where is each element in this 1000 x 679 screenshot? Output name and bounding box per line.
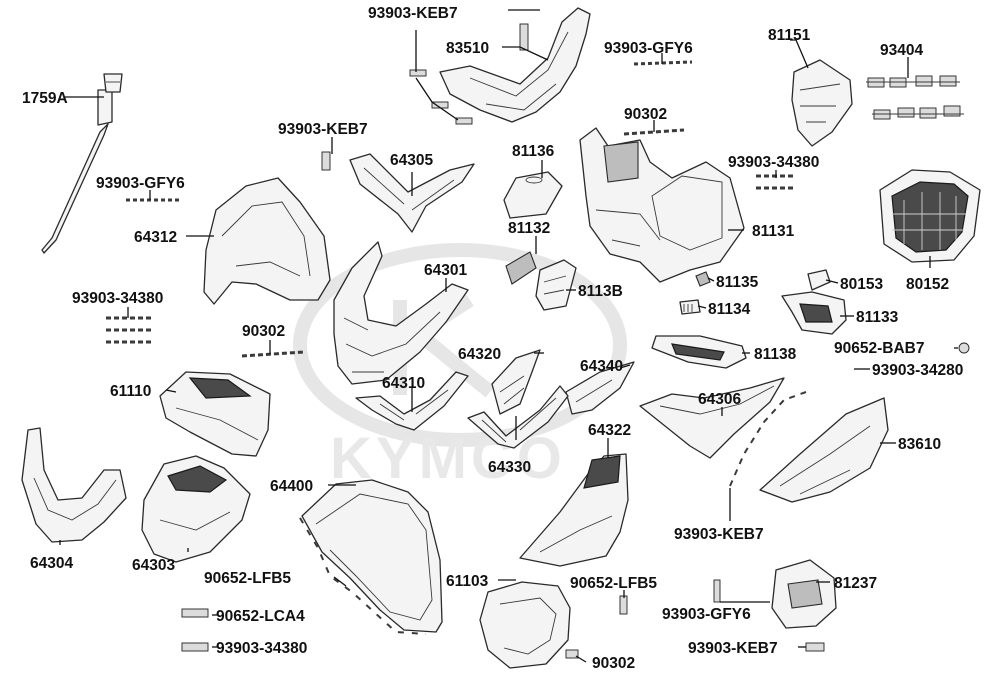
label-93903-gfy6-bottom: 93903-GFY6 <box>662 606 751 623</box>
label-64400: 64400 <box>270 478 313 495</box>
hardware-93903-keb7-right <box>729 391 807 487</box>
label-93903-keb7-bottom: 93903-KEB7 <box>688 640 778 657</box>
hardware-93903-keb7-bottom <box>805 642 825 652</box>
part-labels: 93903-KEB7 83510 93903-GFY6 81151 93404 … <box>22 5 963 672</box>
label-93903-gfy6-top: 93903-GFY6 <box>604 40 693 57</box>
part-8113b <box>535 259 577 311</box>
label-81138: 81138 <box>754 346 797 363</box>
part-81135 <box>695 271 711 287</box>
label-93903-34380-left: 93903-34380 <box>72 290 163 307</box>
part-64301 <box>333 241 469 385</box>
label-93903-34380-right: 93903-34380 <box>728 154 819 171</box>
label-83610: 83610 <box>898 436 941 453</box>
part-64400-windshield <box>301 479 443 633</box>
label-64306: 64306 <box>698 391 741 408</box>
hardware-90652-lca4 <box>181 608 209 618</box>
label-81134: 81134 <box>708 301 751 318</box>
label-81133: 81133 <box>856 309 899 326</box>
label-90302-left: 90302 <box>242 323 285 340</box>
part-61103 <box>479 581 571 669</box>
label-93903-34280: 93903-34280 <box>872 362 963 379</box>
label-81132: 81132 <box>508 220 550 237</box>
label-64305: 64305 <box>390 152 433 169</box>
label-93903-keb7-left: 93903-KEB7 <box>278 121 368 138</box>
hardware-90652-lfb5-mid <box>619 595 628 615</box>
part-64306 <box>639 377 785 459</box>
part-81138 <box>651 335 747 369</box>
label-61110: 61110 <box>110 383 151 400</box>
hardware-90302-left <box>241 350 305 358</box>
label-81136: 81136 <box>512 143 555 160</box>
label-64301: 64301 <box>424 262 467 279</box>
label-93903-34380-bottom: 93903-34380 <box>216 640 307 657</box>
hardware-93903-keb7-left <box>321 151 331 171</box>
part-81133 <box>781 291 847 335</box>
hardware-93903-gfy6-bottom <box>713 579 721 603</box>
label-80152: 80152 <box>906 276 949 293</box>
leader-lines <box>59 9 958 663</box>
hardware-93903-34380-bottom <box>181 642 209 652</box>
hardware-93903-gfy6-top <box>633 60 693 66</box>
hardware-90302-bottom <box>565 649 579 659</box>
label-93903-keb7-top: 93903-KEB7 <box>368 5 458 22</box>
part-81134 <box>679 299 701 315</box>
label-81237: 81237 <box>834 575 877 592</box>
part-81151 <box>791 59 853 147</box>
part-64322 <box>519 453 629 567</box>
label-64322: 64322 <box>588 422 631 439</box>
part-83510-frame-cover <box>439 7 591 123</box>
label-8113b: 8113B <box>578 283 623 300</box>
part-64312 <box>203 177 331 305</box>
label-81151: 81151 <box>768 27 811 44</box>
label-64303: 64303 <box>132 557 175 574</box>
part-81237 <box>771 559 837 629</box>
label-64304: 64304 <box>30 555 73 572</box>
label-64312: 64312 <box>134 229 177 246</box>
part-80153 <box>807 269 831 291</box>
part-93404-fasteners <box>866 75 964 120</box>
label-61103: 61103 <box>446 573 489 590</box>
part-80152-rack <box>879 169 981 263</box>
part-83610 <box>759 397 889 503</box>
label-90652-lca4: 90652-LCA4 <box>216 608 305 625</box>
label-81135: 81135 <box>716 274 759 291</box>
label-64340: 64340 <box>580 358 623 375</box>
label-81131: 81131 <box>752 223 795 240</box>
part-64340 <box>565 361 635 415</box>
label-90302-top: 90302 <box>624 106 667 123</box>
part-64303 <box>141 455 251 563</box>
label-80153: 80153 <box>840 276 883 293</box>
label-90652-lfb5-left: 90652-LFB5 <box>204 570 291 587</box>
part-64310 <box>355 371 469 431</box>
label-90652-lfb5-mid: 90652-LFB5 <box>570 575 657 592</box>
part-1759a-dipstick <box>41 73 123 254</box>
hardware-93903-34380-left <box>106 316 152 344</box>
label-83510: 83510 <box>446 40 489 57</box>
label-64310: 64310 <box>382 375 425 392</box>
part-81131-inner-panel <box>579 127 745 283</box>
label-93404: 93404 <box>880 42 923 59</box>
label-64330: 64330 <box>488 459 531 476</box>
label-93903-gfy6-left: 93903-GFY6 <box>96 175 185 192</box>
label-64320: 64320 <box>458 346 501 363</box>
part-81136 <box>503 171 563 219</box>
hardware-93903-keb7-top <box>409 23 529 125</box>
part-81132 <box>505 251 537 285</box>
hardware-90302-top <box>623 128 685 136</box>
label-90302-bottom: 90302 <box>592 655 635 672</box>
part-64320 <box>491 349 541 415</box>
label-1759a: 1759A <box>22 90 68 107</box>
label-90652-bab7: 90652-BAB7 <box>834 340 924 357</box>
part-61110 <box>159 371 271 457</box>
part-64304 <box>21 427 127 543</box>
part-64330 <box>467 385 569 449</box>
label-93903-keb7-right: 93903-KEB7 <box>674 526 764 543</box>
hardware-90652-bab7 <box>958 342 970 354</box>
